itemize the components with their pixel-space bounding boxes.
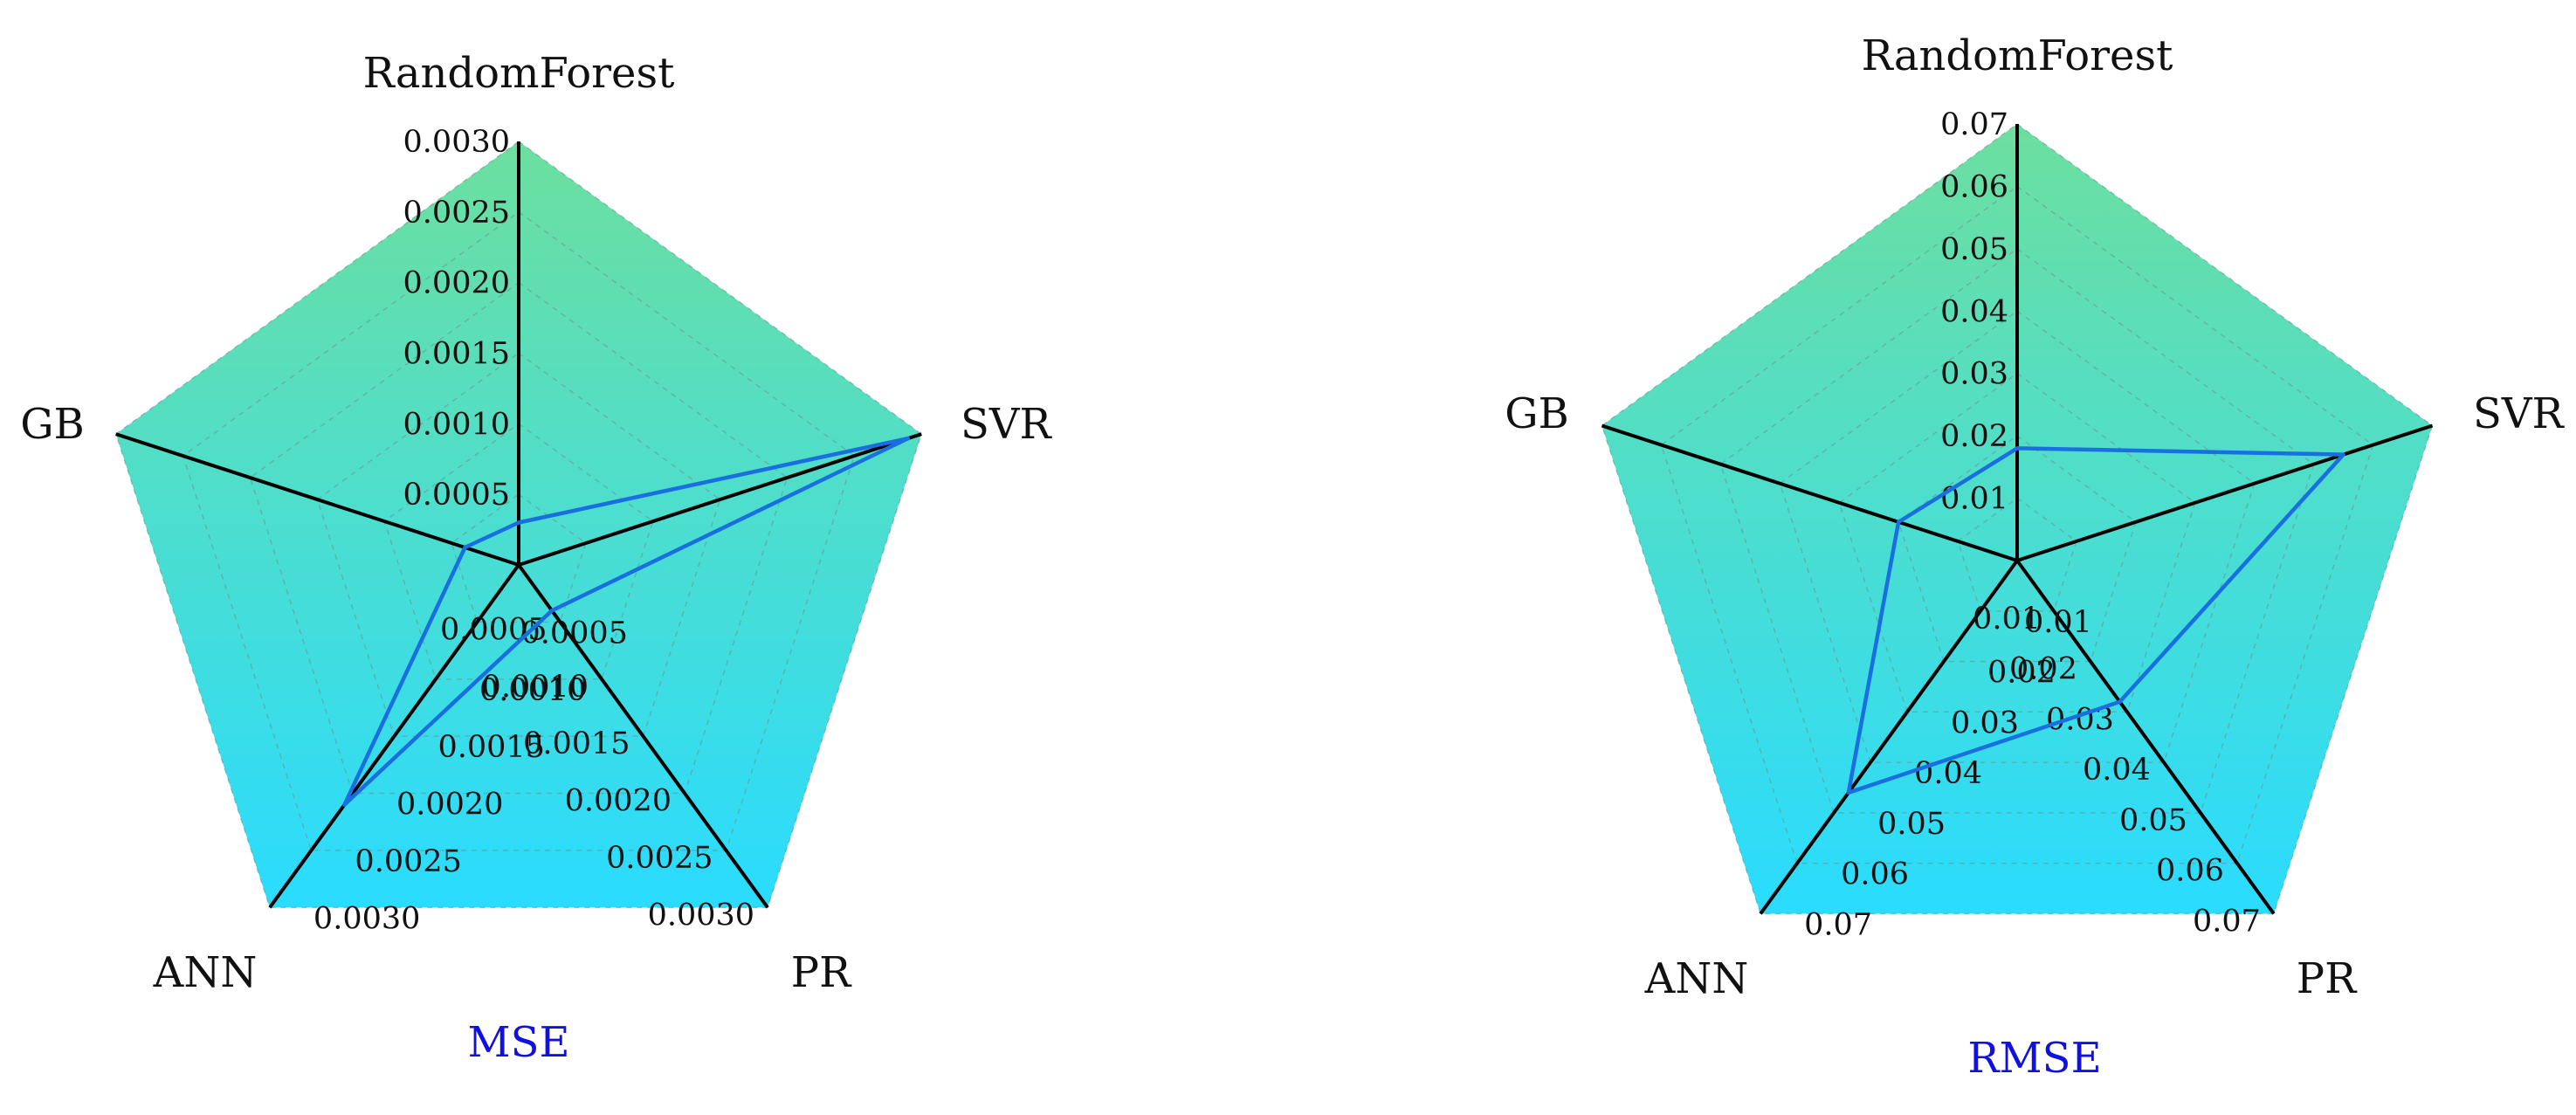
tick-label: 0.0015 xyxy=(437,730,544,765)
tick-label: 0.0010 xyxy=(479,673,586,708)
tick-label: 0.01 xyxy=(1940,482,2008,517)
tick-label: 0.06 xyxy=(1940,169,2008,204)
tick-label: 0.0025 xyxy=(606,841,713,876)
grid-ring xyxy=(249,281,789,795)
rmse-radar-chart: 0.01 0.02 0.03 0.04 0.05 0.06 0.07 0.01 0.02 0.03… xyxy=(1505,31,2565,1083)
axis-spoke xyxy=(2016,423,2434,562)
axis-label: GB xyxy=(1505,389,1569,438)
tick-label: 0.04 xyxy=(2083,753,2151,788)
tick-label: 0.06 xyxy=(2156,854,2224,889)
tick-label: 0.02 xyxy=(1940,419,2008,454)
tick-label: 0.0030 xyxy=(403,125,510,160)
axis-spoke xyxy=(268,563,520,909)
tick-label: 0.06 xyxy=(1841,857,1909,892)
tick-label: 0.0005 xyxy=(403,478,510,513)
grid-ring xyxy=(1719,247,2315,814)
tick-label: 0.07 xyxy=(2193,905,2261,939)
axis-label: RandomForest xyxy=(363,49,675,98)
tick-label: 0.04 xyxy=(1914,756,1982,791)
axis-spoke xyxy=(1601,423,2018,562)
grid-ring xyxy=(1601,123,2434,915)
tick-label: 0.0010 xyxy=(403,407,510,442)
tick-label: 0.04 xyxy=(1940,294,2008,329)
tick-label: 0.05 xyxy=(1940,232,2008,267)
tick-label: 0.07 xyxy=(1804,908,1872,943)
tick-label: 0.03 xyxy=(1951,705,2019,740)
axis-label: PR xyxy=(791,948,852,997)
tick-label: 0.01 xyxy=(1973,602,2041,637)
grid-ring xyxy=(316,352,721,737)
series-line xyxy=(1846,446,2345,795)
grid-ring xyxy=(1957,497,2077,612)
tick-label: 0.01 xyxy=(2024,605,2092,640)
tick-label: 0.0025 xyxy=(355,844,461,879)
tick-label: 0.0020 xyxy=(403,266,510,301)
tick-label: 0.0015 xyxy=(523,726,630,761)
tick-label: 0.02 xyxy=(1987,656,2056,691)
grid-ring xyxy=(383,423,654,680)
tick-label: 0.0020 xyxy=(565,784,672,819)
tick-label: 0.0005 xyxy=(520,616,627,650)
tick-label: 0.05 xyxy=(2119,803,2187,838)
mse-radar-chart: 0.0005 0.0010 0.0015 0.0020 0.0025 0.0030 0.00… xyxy=(20,49,1052,1067)
chart-title: RMSE xyxy=(1967,1034,2101,1083)
series-line xyxy=(342,436,911,807)
axis-label: ANN xyxy=(153,948,258,997)
axis-spoke xyxy=(1759,559,2019,915)
axis-label: PR xyxy=(2297,954,2358,1003)
axis-label: SVR xyxy=(2473,389,2566,438)
tick-label: 0.03 xyxy=(1940,357,2008,392)
axis-spoke xyxy=(115,432,520,567)
axis-label: GB xyxy=(20,400,85,449)
axis-spoke xyxy=(518,432,922,567)
chart-title: MSE xyxy=(467,1018,569,1067)
axis-spoke xyxy=(517,563,769,909)
tick-label: 0.0030 xyxy=(313,901,420,936)
tick-label: 0.07 xyxy=(1940,107,2008,142)
axis-spoke xyxy=(2015,559,2276,915)
tick-label: 0.05 xyxy=(1877,807,1946,842)
tick-label: 0.0015 xyxy=(403,337,510,372)
tick-label: 0.0025 xyxy=(403,196,510,231)
grid-ring xyxy=(1779,310,2256,763)
tick-label: 0.02 xyxy=(2009,652,2077,687)
axis-label: RandomForest xyxy=(1862,31,2173,80)
tick-label: 0.0020 xyxy=(396,788,503,822)
axis-label: ANN xyxy=(1644,954,1749,1003)
tick-label: 0.0010 xyxy=(482,670,589,705)
axis-label: SVR xyxy=(961,400,1053,449)
grid-ring xyxy=(1838,372,2196,713)
tick-label: 0.0030 xyxy=(648,898,754,933)
